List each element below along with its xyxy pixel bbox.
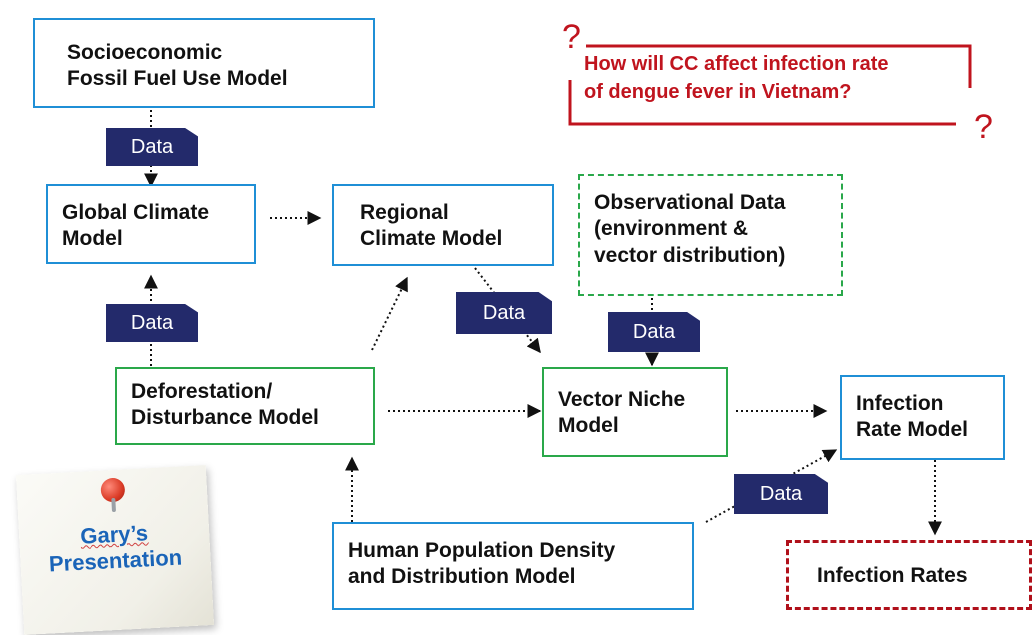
deforestation-model-box: Deforestation/ Disturbance Model <box>115 367 375 445</box>
data-tag: Data <box>456 292 552 334</box>
sticky-note-text: Gary’s Presentation <box>19 517 212 580</box>
research-question-callout: How will CC affect infection rate of den… <box>568 36 998 128</box>
box-line: Global Climate <box>62 201 210 224</box>
box-line: Socioeconomic <box>67 41 223 64</box>
box-line: Rate Model <box>856 418 969 442</box>
question-mark-icon: ? <box>974 108 993 146</box>
question-mark-icon: ? <box>562 18 581 56</box>
infection-rates-box: Infection Rates <box>786 540 1032 610</box>
question-line: of dengue fever in Vietnam? <box>584 81 852 103</box>
box-line: Fossil Fuel Use Model <box>67 67 288 91</box>
sticky-note: Gary’s Presentation <box>15 465 215 635</box>
regional-climate-model-box: Regional Climate Model <box>332 184 554 266</box>
infection-rate-model-box: Infection Rate Model <box>840 375 1005 460</box>
question-line: How will CC affect infection rate <box>584 53 889 75</box>
arrow-deforest-to-regional <box>371 276 408 351</box>
box-line: Infection Rates <box>817 564 968 587</box>
box-line: Disturbance Model <box>131 406 319 430</box>
box-line: vector distribution) <box>594 243 786 267</box>
data-tag: Data <box>734 474 828 514</box>
box-line: Human Population Density <box>348 539 616 562</box>
vector-niche-model-box: Vector Niche Model <box>542 367 728 457</box>
global-climate-model-box: Global Climate Model <box>46 184 256 264</box>
data-tag: Data <box>608 312 700 352</box>
box-line: Vector Niche <box>558 388 686 411</box>
box-line: Climate Model <box>360 227 503 251</box>
data-tag: Data <box>106 128 198 166</box>
box-line: Deforestation/ <box>131 380 273 403</box>
callout-bracket <box>568 44 972 126</box>
observational-data-box: Observational Data (environment & vector… <box>578 174 843 296</box>
box-line: Regional <box>360 201 449 224</box>
box-line: Model <box>558 414 619 438</box>
box-line: Observational Data <box>594 191 786 214</box>
data-tag: Data <box>106 304 198 342</box>
box-line: and Distribution Model <box>348 565 576 589</box>
box-line: (environment & <box>594 217 749 241</box>
box-line: Infection <box>856 392 944 415</box>
box-line: Model <box>62 227 123 251</box>
socioeconomic-model-box: Socioeconomic Fossil Fuel Use Model <box>33 18 375 108</box>
research-question-text: How will CC affect infection rate of den… <box>584 50 888 106</box>
human-population-model-box: Human Population Density and Distributio… <box>332 522 694 610</box>
pushpin-needle <box>111 497 117 513</box>
